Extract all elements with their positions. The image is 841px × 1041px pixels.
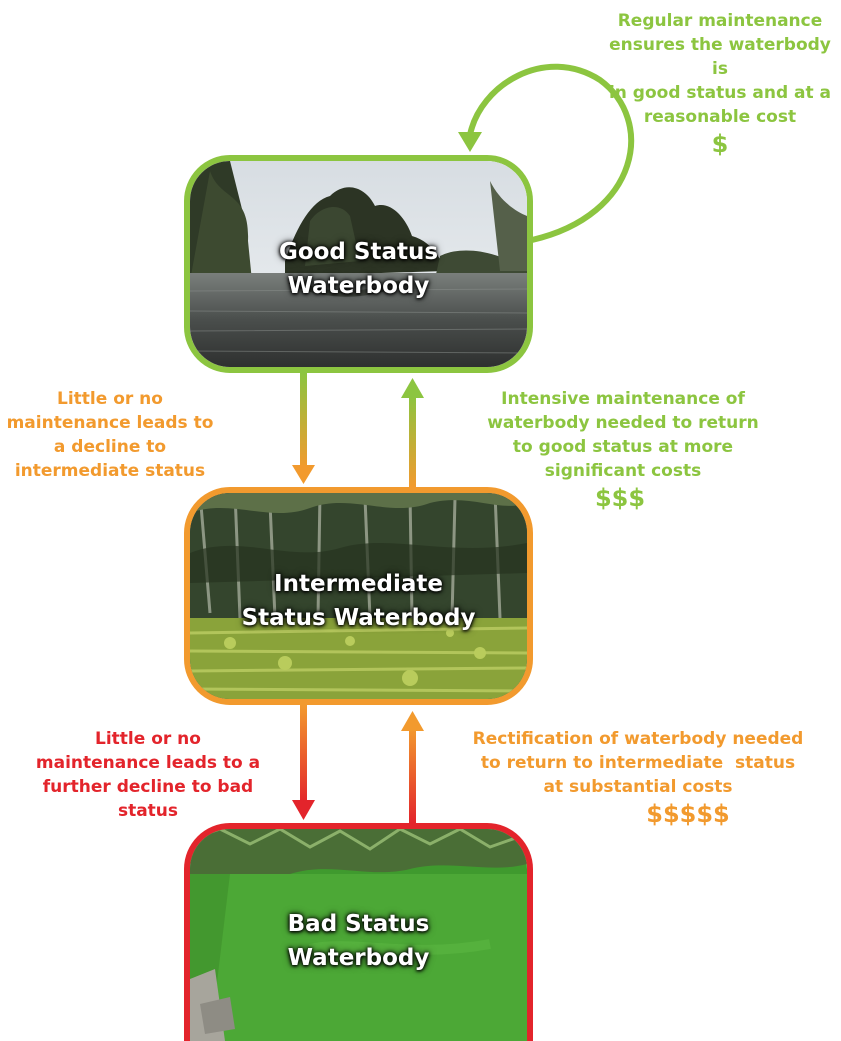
good-waterbody-photo (190, 161, 527, 367)
regular-note-line4: reasonable cost (643, 107, 797, 127)
maintenance-loop-arrow (458, 63, 635, 243)
intensive-line3: to good status at more (512, 437, 734, 457)
restore-arrow-bad-to-intermediate (401, 711, 424, 823)
decline-arrow-good-to-intermediate (292, 373, 315, 484)
intensive-maintenance-note: Intensive maintenance of waterbody neede… (478, 387, 768, 513)
regular-note-line2: ensures the waterbody is (609, 35, 831, 79)
intermediate-status-title: Intermediate Status Waterbody (190, 567, 527, 635)
decline1-line4: intermediate status (14, 461, 206, 481)
decline2-line3: further decline to bad (42, 777, 254, 797)
intensive-line1: Intensive maintenance of (501, 389, 745, 409)
decline2-line2: maintenance leads to a (35, 753, 261, 773)
decline2-line1: Little or no (95, 729, 201, 749)
rectification-line2: to return to intermediate status (480, 753, 796, 773)
bad-status-title-line1: Bad Status (287, 911, 430, 937)
intensive-line4: significant costs (544, 461, 702, 481)
decline1-line3: a decline to (53, 437, 167, 457)
intensive-line2: waterbody needed to return (487, 413, 759, 433)
good-status-box: Good Status Waterbody (184, 155, 533, 373)
intermediate-status-title-line2: Status Waterbody (241, 605, 476, 631)
rectification-line3: at substantial costs (543, 777, 733, 797)
intermediate-waterbody-photo (190, 493, 527, 699)
decline-to-bad-note: Little or no maintenance leads to a furt… (28, 727, 268, 823)
restore-arrow-intermediate-to-good (401, 378, 424, 487)
intermediate-status-box: Intermediate Status Waterbody (184, 487, 533, 705)
bad-status-title-line2: Waterbody (287, 945, 430, 971)
decline-to-intermediate-note: Little or no maintenance leads to a decl… (0, 387, 220, 483)
good-status-title-line2: Waterbody (287, 273, 430, 299)
regular-cost: $ (711, 130, 729, 158)
decline2-line4: status (117, 801, 179, 821)
decline1-line1: Little or no (57, 389, 163, 409)
regular-note-line1: Regular maintenance (617, 11, 823, 31)
rectification-note: Rectification of waterbody needed to ret… (468, 727, 808, 829)
bad-waterbody-photo (190, 829, 527, 1041)
rectification-cost: $$$$$ (646, 800, 730, 828)
intensive-cost: $$$ (594, 484, 646, 512)
good-status-title-line1: Good Status (278, 239, 439, 265)
intermediate-status-title-line1: Intermediate (274, 571, 443, 597)
decline-arrow-intermediate-to-bad (292, 705, 315, 820)
regular-maintenance-note: Regular maintenance ensures the waterbod… (600, 9, 840, 159)
rectification-line1: Rectification of waterbody needed (472, 729, 804, 749)
good-status-title: Good Status Waterbody (190, 235, 527, 303)
bad-status-title: Bad Status Waterbody (190, 907, 527, 975)
regular-note-line3: in good status and at a (608, 83, 832, 103)
bad-status-box: Bad Status Waterbody (184, 823, 533, 1041)
decline1-line2: maintenance leads to (6, 413, 214, 433)
